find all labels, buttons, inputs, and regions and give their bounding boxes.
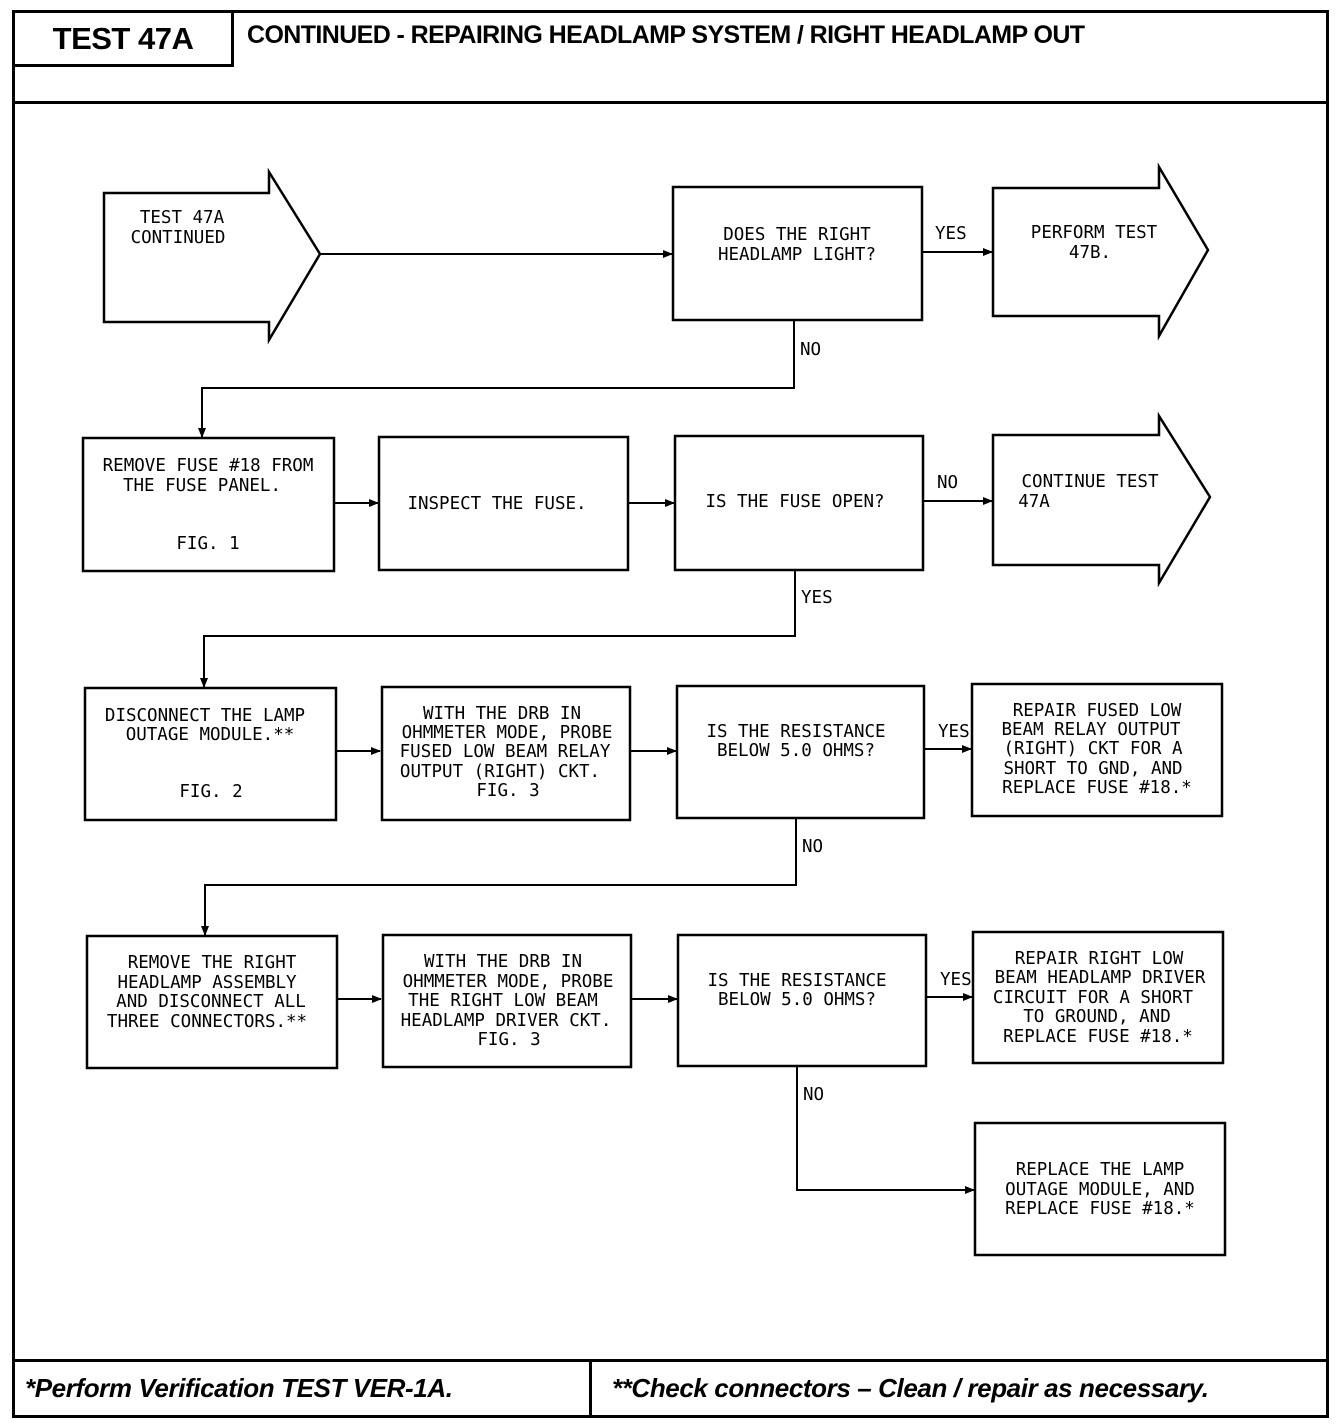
page-header: TEST 47A CONTINUED - REPAIRING HEADLAMP … <box>15 13 1326 104</box>
replace-module-line-1: REPLACE THE LAMP <box>1016 1160 1185 1180</box>
repair-relay-line-5: REPLACE FUSE #18.* <box>1002 778 1192 798</box>
perform-test-47b-arrow: PERFORM TEST 47B. <box>991 162 1210 341</box>
q2-text: IS THE FUSE OPEN? <box>705 492 884 512</box>
repair-driver-line-2: BEAM HEADLAMP DRIVER <box>995 968 1206 988</box>
disconnect-fig: FIG. 2 <box>179 782 242 802</box>
branch-labels: YES NO NO YES YES NO YES NO <box>800 224 972 1105</box>
repair-relay-line-4: SHORT TO GND, AND <box>1003 759 1182 779</box>
remove-headlamp-line-2: HEADLAMP ASSEMBLY <box>117 973 297 993</box>
decision-right-headlamp-light: DOES THE RIGHT HEADLAMP LIGHT? <box>671 185 924 322</box>
probe-driver-line-2: OHMMETER MODE, PROBE <box>403 972 614 992</box>
continue-47a-line-1: CONTINUE TEST <box>1022 472 1159 492</box>
perform-47b-line-2: 47B. <box>1069 243 1111 263</box>
start-line-1: TEST 47A <box>140 208 225 228</box>
disconnect-module-box: DISCONNECT THE LAMP OUTAGE MODULE.** FIG… <box>83 686 338 822</box>
remove-fuse-fig: FIG. 1 <box>176 534 239 554</box>
replace-module-box: REPLACE THE LAMP OUTAGE MODULE, AND REPL… <box>973 1121 1227 1257</box>
remove-fuse-line-2: THE FUSE PANEL. <box>123 476 281 496</box>
inspect-fuse-box: INSPECT THE FUSE. <box>377 435 630 572</box>
footer-note-connectors: **Check connectors – Clean / repair as n… <box>612 1373 1209 1403</box>
arrow-q3-no <box>201 818 797 936</box>
probe-driver-line-1: WITH THE DRB IN <box>424 952 582 972</box>
label-yes-q3: YES <box>938 722 970 742</box>
probe-relay-line-1: WITH THE DRB IN <box>423 704 581 724</box>
inspect-fuse-text: INSPECT THE FUSE. <box>407 494 586 514</box>
arrow-q2-yes <box>200 570 796 688</box>
q4-line-2: BELOW 5.0 OHMS? <box>718 990 876 1010</box>
test-id: TEST 47A <box>15 13 234 67</box>
replace-module-line-2: OUTAGE MODULE, AND <box>1005 1180 1195 1200</box>
label-no-q4: NO <box>803 1085 824 1105</box>
label-no-q2: NO <box>937 473 958 493</box>
q4-line-1: IS THE RESISTANCE <box>707 971 886 991</box>
probe-relay-fig: FIG. 3 <box>476 781 539 801</box>
remove-headlamp-line-1: REMOVE THE RIGHT <box>128 953 297 973</box>
label-yes-q4: YES <box>940 970 972 990</box>
probe-relay-box: WITH THE DRB IN OHMMETER MODE, PROBE FUS… <box>380 685 632 822</box>
remove-fuse-line-1: REMOVE FUSE #18 FROM <box>103 456 314 476</box>
remove-fuse-box: REMOVE FUSE #18 FROM THE FUSE PANEL. FIG… <box>81 436 336 573</box>
replace-module-line-3: REPLACE FUSE #18.* <box>1005 1199 1195 1219</box>
page-footer: *Perform Verification TEST VER-1A. **Che… <box>15 1359 1326 1415</box>
label-no-q1: NO <box>800 340 821 360</box>
start-line-2: CONTINUED <box>131 228 226 248</box>
disconnect-line-1: DISCONNECT THE LAMP <box>105 706 305 726</box>
perform-47b-line-1: PERFORM TEST <box>1031 223 1158 243</box>
label-no-q3: NO <box>802 837 823 857</box>
disconnect-line-2: OUTAGE MODULE.** <box>126 725 295 745</box>
connectors <box>198 248 993 1194</box>
repair-relay-line-1: REPAIR FUSED LOW <box>1013 701 1182 721</box>
page-title: CONTINUED - REPAIRING HEADLAMP SYSTEM / … <box>247 21 1085 49</box>
repair-driver-line-5: REPLACE FUSE #18.* <box>1003 1027 1193 1047</box>
continue-test-47a-arrow: CONTINUE TEST 47A <box>991 411 1212 588</box>
arrow-q4-no <box>796 1066 975 1194</box>
remove-headlamp-line-3: AND DISCONNECT ALL <box>116 992 306 1012</box>
probe-driver-fig: FIG. 3 <box>477 1030 540 1050</box>
footer-note-verification: *Perform Verification TEST VER-1A. <box>15 1362 592 1415</box>
decision-fuse-open: IS THE FUSE OPEN? <box>673 434 925 572</box>
probe-driver-box: WITH THE DRB IN OHMMETER MODE, PROBE THE… <box>381 933 633 1069</box>
repair-driver-line-1: REPAIR RIGHT LOW <box>1015 949 1184 969</box>
q1-line-2: HEADLAMP LIGHT? <box>718 245 876 265</box>
repair-relay-line-2: BEAM RELAY OUTPUT <box>1001 720 1181 740</box>
decision-resistance-2: IS THE RESISTANCE BELOW 5.0 OHMS? <box>676 933 928 1068</box>
arrow-q1-no <box>198 320 795 438</box>
repair-relay-box: REPAIR FUSED LOW BEAM RELAY OUTPUT (RIGH… <box>970 682 1224 818</box>
probe-relay-line-3: FUSED LOW BEAM RELAY <box>400 742 611 762</box>
repair-relay-line-3: (RIGHT) CKT FOR A <box>1003 739 1183 759</box>
q3-line-2: BELOW 5.0 OHMS? <box>717 741 875 761</box>
repair-driver-box: REPAIR RIGHT LOW BEAM HEADLAMP DRIVER CI… <box>971 930 1225 1065</box>
repair-driver-line-4: TO GROUND, AND <box>1023 1007 1171 1027</box>
procedure-page: TEST 47A CONTINUED - REPAIRING HEADLAMP … <box>12 10 1329 1418</box>
start-arrow-shape: TEST 47A CONTINUED <box>102 167 322 345</box>
remove-headlamp-line-4: THREE CONNECTORS.** <box>107 1012 307 1032</box>
probe-relay-line-2: OHMMETER MODE, PROBE <box>402 723 613 743</box>
remove-headlamp-box: REMOVE THE RIGHT HEADLAMP ASSEMBLY AND D… <box>85 934 339 1070</box>
decision-resistance-1: IS THE RESISTANCE BELOW 5.0 OHMS? <box>675 684 926 820</box>
label-yes-q1: YES <box>935 224 967 244</box>
q3-line-1: IS THE RESISTANCE <box>706 722 885 742</box>
continue-47a-line-2: 47A <box>1018 492 1050 512</box>
probe-driver-line-3: THE RIGHT LOW BEAM <box>408 991 598 1011</box>
probe-relay-line-4: OUTPUT (RIGHT) CKT. <box>400 762 600 782</box>
repair-driver-line-3: CIRCUIT FOR A SHORT <box>993 988 1194 1008</box>
label-yes-q2: YES <box>801 588 833 608</box>
probe-driver-line-4: HEADLAMP DRIVER CKT. <box>401 1011 612 1031</box>
q1-line-1: DOES THE RIGHT <box>723 225 871 245</box>
